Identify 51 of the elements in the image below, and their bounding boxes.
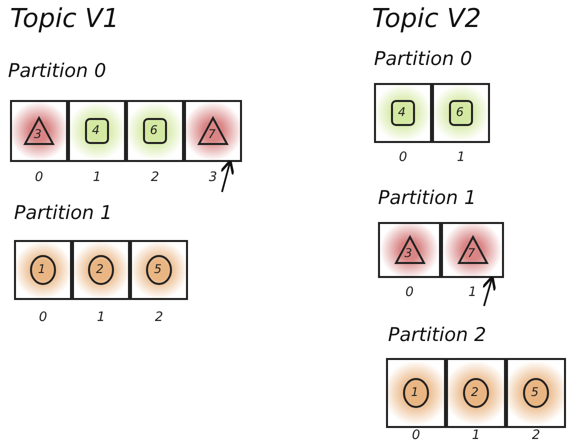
partition-heading: Partition 0 (8, 60, 106, 82)
offset-number: 0 (410, 428, 422, 443)
partition-cell (441, 222, 504, 278)
offset-number: 1 (456, 150, 466, 165)
message-number: 2 (96, 262, 104, 276)
message-number: 6 (456, 105, 464, 119)
partition-heading: Partition 1 (14, 202, 112, 224)
partition-cell (432, 83, 490, 143)
offset-number: 0 (398, 150, 408, 165)
partition-heading: Partition 2 (388, 324, 486, 346)
partition-cell (374, 83, 432, 143)
message-number: 4 (92, 123, 100, 137)
offset-number: 0 (404, 285, 415, 300)
partition-cell (68, 100, 126, 162)
arrow (220, 160, 234, 192)
offset-number: 2 (530, 428, 542, 443)
partition-heading: Partition 1 (378, 187, 476, 209)
message-number: 6 (150, 123, 158, 137)
message-number: 5 (531, 385, 539, 399)
arrow (482, 276, 496, 306)
message-number: 1 (38, 262, 46, 276)
partition-cell (72, 240, 130, 300)
partition-cell (10, 100, 68, 162)
offset-number: 1 (96, 310, 106, 325)
message-number: 3 (34, 127, 42, 141)
message-number: 4 (398, 105, 406, 119)
partition-heading: Partition 0 (374, 48, 472, 70)
offset-number: 1 (470, 428, 482, 443)
partition-cell (184, 100, 242, 162)
message-number: 7 (208, 127, 216, 141)
topic-title: Topic V1 (10, 4, 120, 34)
offset-number: 3 (208, 170, 218, 185)
offset-number: 1 (92, 170, 102, 185)
message-number: 5 (154, 262, 162, 276)
message-number: 1 (411, 385, 419, 399)
partition-cell (386, 358, 446, 428)
message-number: 2 (471, 385, 479, 399)
partition-cell (446, 358, 506, 428)
message-number: 3 (404, 246, 412, 260)
message-number: 7 (468, 246, 476, 260)
partition-cell (130, 240, 188, 300)
topic-title: Topic V2 (372, 4, 482, 34)
offset-number: 2 (154, 310, 164, 325)
offset-number: 0 (38, 310, 48, 325)
offset-number: 2 (150, 170, 160, 185)
offset-number: 1 (467, 285, 478, 300)
partition-cell (14, 240, 72, 300)
partition-cell (126, 100, 184, 162)
offset-number: 0 (34, 170, 44, 185)
partition-cell (378, 222, 441, 278)
partition-cell (506, 358, 566, 428)
